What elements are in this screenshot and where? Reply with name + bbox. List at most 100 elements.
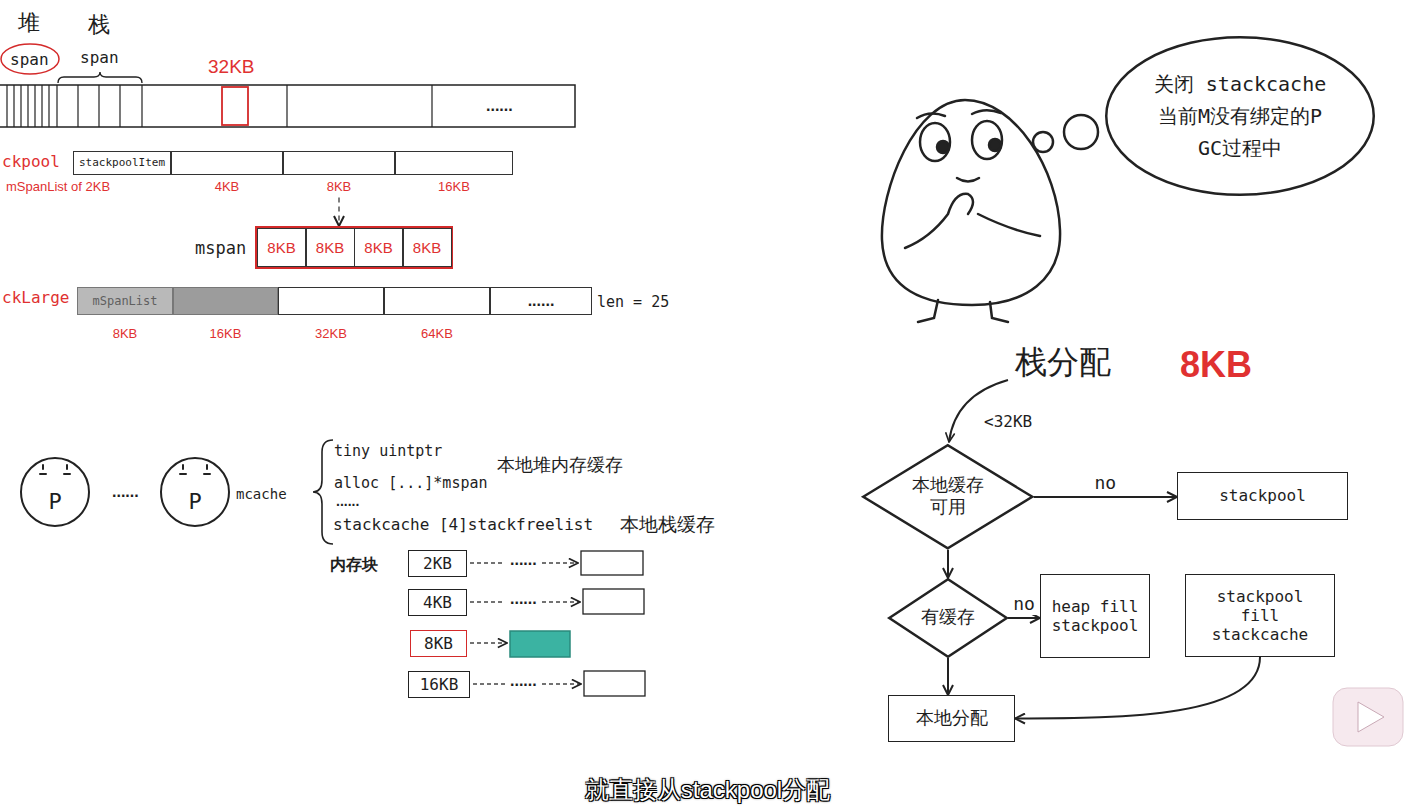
- drawing-part: [882, 100, 1060, 305]
- flow-arrow: [947, 550, 949, 578]
- flow-arrow: [1015, 657, 1260, 719]
- struct-label: mcache: [236, 486, 287, 503]
- entry-arrow: [949, 380, 1008, 442]
- node-text: GC过程中: [1198, 136, 1282, 160]
- node-body: 8KB: [355, 229, 402, 266]
- pool-cell: stackpoolItemmSpanList of 2KB: [73, 151, 171, 175]
- drawing-part: [978, 214, 1040, 236]
- node-body: 本地缓存可用: [862, 444, 1033, 550]
- brace: [313, 440, 333, 544]
- large-cell: 32KB: [278, 287, 384, 315]
- node-text: 4KB: [423, 593, 452, 612]
- note-label: len = 25: [597, 293, 669, 311]
- drawing-part: [1333, 688, 1403, 746]
- node-body: 8KB: [258, 229, 305, 266]
- node-body: heap fill stackpool: [1041, 575, 1149, 657]
- size-label: 32KB: [208, 56, 254, 79]
- node-body: 8KB: [404, 229, 451, 266]
- drawing-part: [1064, 115, 1098, 149]
- drawing-part: [473, 683, 505, 684]
- thought-dots: [1033, 115, 1098, 152]
- drawing-part: [917, 110, 1001, 118]
- node-text: stackpool fill stackcache: [1212, 587, 1308, 645]
- large-cell: mSpanList8KB: [77, 287, 173, 315]
- drawing-part: [583, 589, 644, 614]
- flow-arrow: [1034, 496, 1177, 498]
- process-box: 本地分配: [888, 695, 1015, 742]
- mspan-slot: 8KB: [306, 228, 355, 267]
- large-cell: ......: [490, 287, 592, 315]
- field-label: stackcache [4]stackfreelist: [333, 515, 593, 534]
- part-label: span: [80, 48, 119, 67]
- node-text: 8KB: [413, 239, 441, 257]
- mspan-slot: 8KB: [257, 228, 306, 267]
- struct-label: ckLarge: [2, 288, 69, 307]
- node-body: [172, 152, 282, 174]
- memory-bar: [0, 85, 575, 127]
- outline: [864, 445, 1033, 548]
- ellipsis: ......: [486, 96, 513, 115]
- node-text: P: [188, 489, 201, 515]
- ellipsis: ......: [510, 671, 537, 690]
- heading-label: 栈分配: [1015, 343, 1111, 381]
- drawing-part: [470, 562, 505, 563]
- memory-block: 4KB: [408, 589, 467, 616]
- drawing-part: [920, 123, 950, 161]
- edge-label: no: [1093, 472, 1119, 494]
- node-body: 8KB: [307, 229, 354, 266]
- node-text: 本地缓存可用: [910, 475, 986, 518]
- field-label: tiny uintptr: [334, 442, 442, 460]
- drawing-part: [1033, 132, 1053, 152]
- ellipsis: ......: [336, 493, 359, 510]
- node-text: 8KB: [364, 239, 392, 257]
- process-box: stackpool fill stackcache: [1185, 574, 1335, 657]
- mspan-slot: 8KB: [354, 228, 403, 267]
- drawing-part: [40, 465, 210, 474]
- node-text: 64KB: [421, 326, 453, 342]
- thought-bubble: 关闭 stackcache 当前M没有绑定的P GC过程中: [1105, 36, 1375, 196]
- pool-cell: 16KB: [395, 151, 513, 175]
- free-block: [581, 551, 645, 696]
- note-label: 本地堆内存缓存: [497, 455, 623, 477]
- node-text: 8KB: [267, 239, 295, 257]
- node-body: [174, 288, 277, 314]
- flow-arrow: [1008, 617, 1040, 619]
- node-text: 当前M没有绑定的P: [1158, 104, 1322, 128]
- node-text: mspan: [195, 238, 246, 258]
- node-body: [284, 152, 394, 174]
- node-text: stackpool: [1219, 486, 1306, 505]
- node-body: 8KB: [411, 631, 466, 656]
- node-text: ......: [528, 291, 555, 310]
- node-text: 8KB: [316, 239, 344, 257]
- memory-block: 16KB: [408, 671, 470, 698]
- node-text: 4KB: [215, 179, 240, 195]
- heading-label: 堆: [18, 10, 40, 36]
- node-body: stackpool fill stackcache: [1186, 575, 1334, 656]
- node-body: stackpoolItem: [74, 152, 170, 174]
- heading-label: 栈: [88, 12, 110, 38]
- process-box: heap fill stackpool: [1040, 574, 1150, 658]
- memory-block: 8KB: [410, 630, 467, 657]
- process-box: stackpool: [1177, 472, 1348, 520]
- node-text: 16KB: [438, 179, 470, 195]
- p-circle: P: [20, 457, 90, 527]
- node-text: P: [48, 489, 61, 515]
- large-cell: 64KB: [384, 287, 490, 315]
- node-body: stackpool: [1178, 473, 1347, 519]
- part-label: span: [10, 50, 49, 69]
- node-body: 有缓存: [888, 578, 1008, 658]
- drawing-part: [470, 601, 505, 602]
- field-label: alloc [...]*mspan: [334, 474, 488, 492]
- node-text: 关闭 stackcache: [1154, 72, 1326, 96]
- node-body: [385, 288, 489, 314]
- node-text: 32KB: [315, 326, 347, 342]
- play-icon: [1333, 688, 1403, 746]
- node-text: 本地分配: [916, 708, 988, 730]
- node-body: mSpanList: [78, 288, 172, 314]
- size-label: 8KB: [1180, 343, 1252, 386]
- drawing-part: [937, 141, 949, 153]
- memory-block: 2KB: [408, 550, 467, 577]
- flow-arrow: [947, 658, 949, 695]
- egg-character: [882, 100, 1060, 322]
- node-body: 16KB: [409, 672, 469, 697]
